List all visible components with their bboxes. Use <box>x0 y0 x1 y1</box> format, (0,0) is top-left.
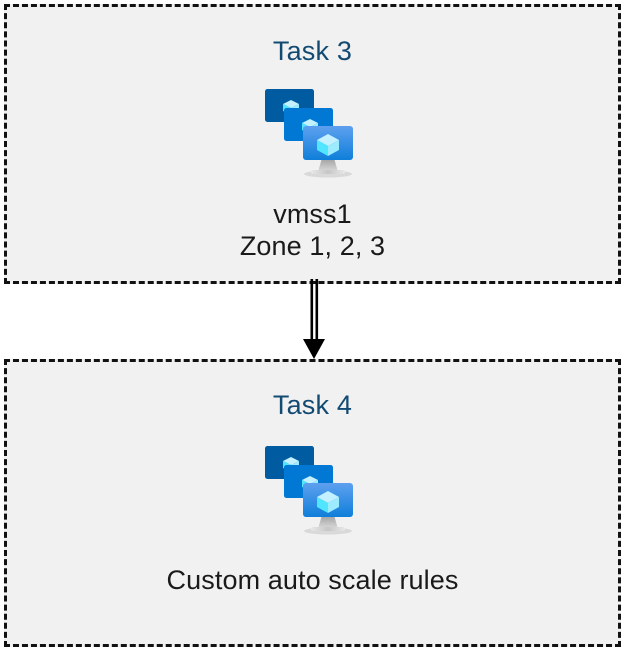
task4-caption-block: Custom auto scale rules <box>167 564 459 596</box>
down-arrow-icon <box>303 279 325 359</box>
down-arrow-connector <box>292 279 336 363</box>
task-box-task3: Task 3 <box>4 4 621 284</box>
task4-vm-scale-set-icon-wrap <box>261 443 365 539</box>
task4-caption-line-1: Custom auto scale rules <box>166 565 459 595</box>
task4-heading: Task 4 <box>272 390 353 420</box>
task3-caption-line-1: vmss1 <box>273 199 352 229</box>
azure-vm-scale-set-icon <box>264 89 353 178</box>
task3-caption-block: vmss1 Zone 1, 2, 3 <box>240 198 385 262</box>
task3-heading: Task 3 <box>272 36 353 66</box>
task-box-task4: Task 4 <box>4 359 621 647</box>
task3-vm-scale-set-icon-wrap <box>261 86 365 182</box>
task3-caption-line-2: Zone 1, 2, 3 <box>239 231 386 261</box>
azure-vm-scale-set-icon <box>264 446 353 535</box>
